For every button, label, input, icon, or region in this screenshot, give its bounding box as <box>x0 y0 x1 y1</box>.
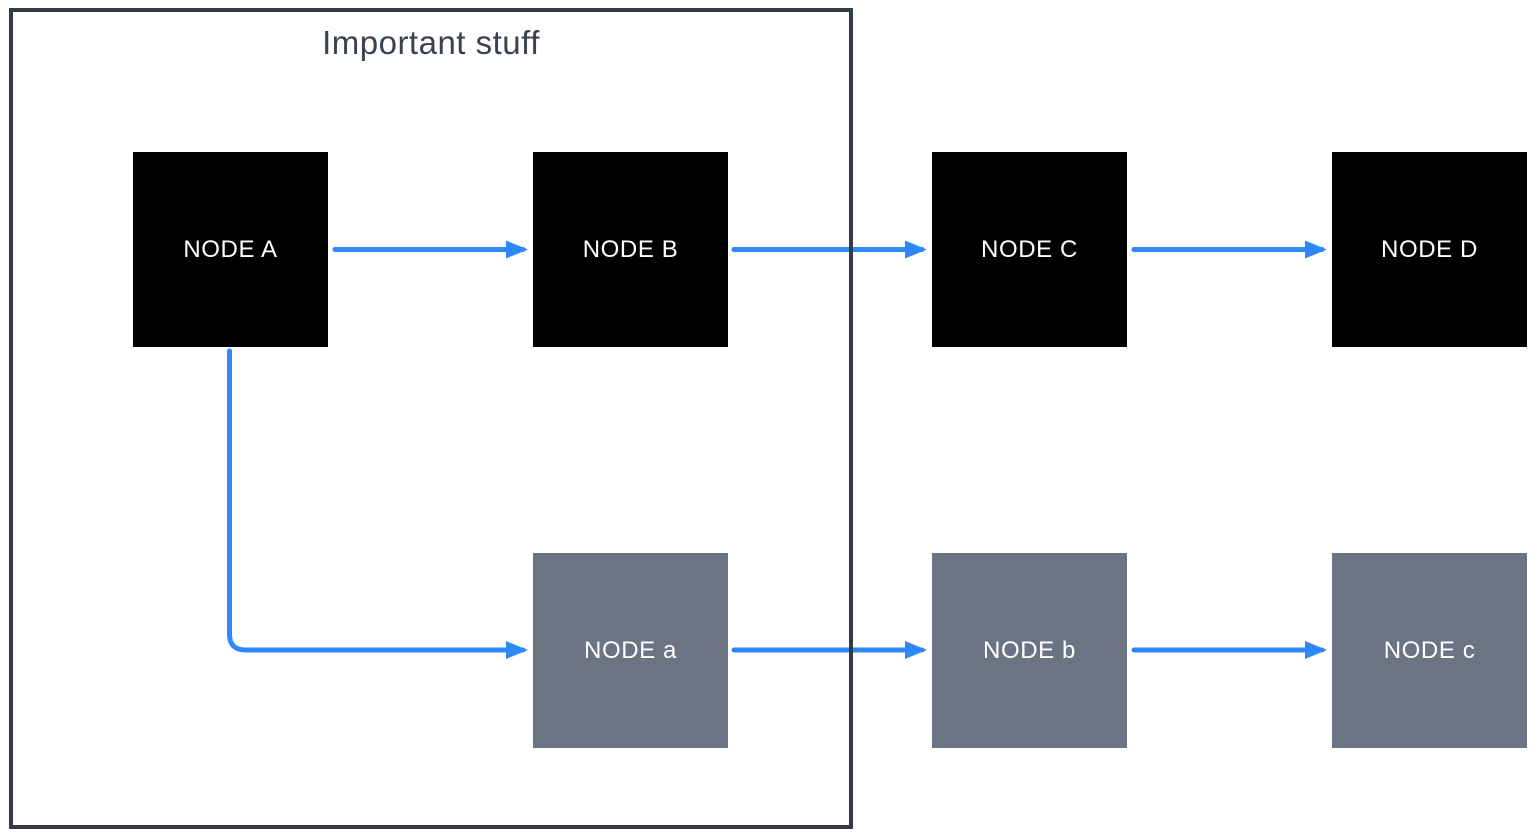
group-container-important-stuff: Important stuff <box>9 8 853 829</box>
node-a-label: NODE a <box>584 636 677 664</box>
group-title: Important stuff <box>322 24 540 61</box>
node-a[interactable]: NODE a <box>533 553 728 748</box>
node-c[interactable]: NODE c <box>1332 553 1527 748</box>
node-b-label: NODE b <box>983 636 1076 664</box>
node-C-label: NODE C <box>981 235 1078 263</box>
node-c-label: NODE c <box>1383 636 1476 664</box>
edge-nodeA-to-node-a <box>227 348 528 660</box>
node-b[interactable]: NODE b <box>932 553 1127 748</box>
node-B[interactable]: NODE B <box>533 152 728 347</box>
node-D[interactable]: NODE D <box>1332 152 1527 347</box>
node-A-label: NODE A <box>183 235 278 263</box>
node-B-label: NODE B <box>582 235 679 263</box>
node-A[interactable]: NODE A <box>133 152 328 347</box>
node-C[interactable]: NODE C <box>932 152 1127 347</box>
node-D-label: NODE D <box>1381 235 1478 263</box>
